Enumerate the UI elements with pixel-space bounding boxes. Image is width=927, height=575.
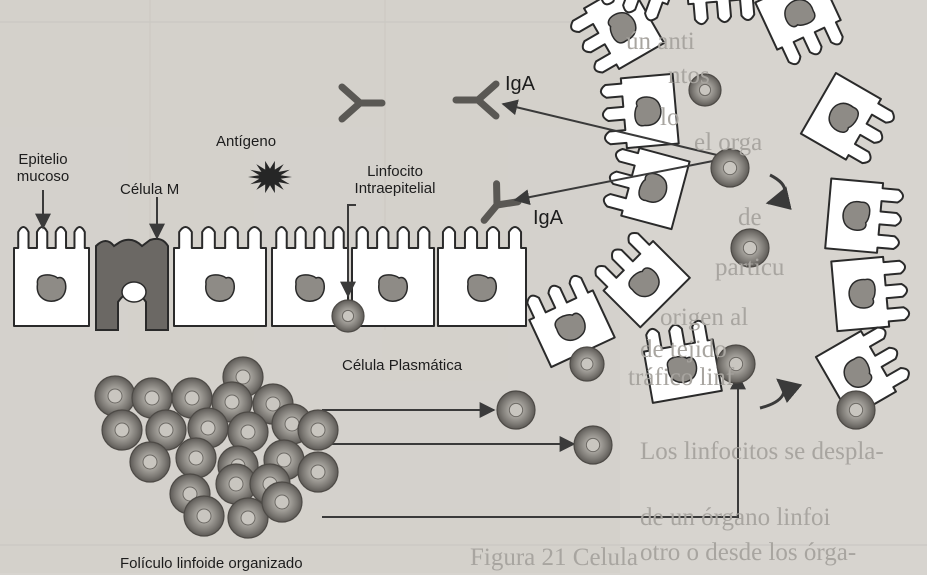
cell-nucleus: [37, 275, 65, 301]
epithelial-cell-curved: [755, 0, 849, 69]
label-linfocito-line2: Intraepitelial: [338, 180, 452, 197]
epithelial-cell-curved: [684, 0, 760, 25]
bg-caption: Figura 21 Celula: [470, 540, 638, 575]
bg-text-line-1: ún anti: [626, 24, 695, 59]
bg-text-line-11: de un órgano linfoi: [640, 500, 830, 535]
cell-nucleus: [379, 275, 407, 301]
label-linfocito-line1: Linfocito: [338, 163, 452, 180]
follicle-lymphocyte: [298, 410, 338, 450]
bg-text-line-2: ntos: [668, 58, 710, 93]
bg-text-line-4: el orga: [694, 125, 762, 160]
label-epitelio-line1: Epitelio: [10, 151, 76, 168]
bg-text-line-3: lo: [660, 100, 679, 135]
bg-text-line-10: Los linfocitos se despla-: [640, 434, 884, 469]
cell-nucleus: [468, 275, 496, 301]
lymphocyte-lower-curve: [570, 347, 604, 381]
follicle-lymphocyte: [95, 376, 135, 416]
follicle-lymphocyte: [130, 442, 170, 482]
curved-arrow-lower: [760, 380, 784, 408]
intraepithelial-lymphocyte: [332, 300, 364, 332]
follicle-lymphocyte: [298, 452, 338, 492]
label-iga-mid: IgA: [533, 207, 563, 229]
label-antigeno: Antígeno: [216, 133, 276, 150]
label-foliculo-linfoide: Folículo linfoide organizado: [120, 555, 303, 572]
plasma-cell-1: [497, 391, 535, 429]
label-epitelio-line2: mucoso: [10, 168, 76, 185]
label-linfocito-intraepitelial: Linfocito Intraepitelial: [338, 163, 452, 197]
bg-text-line-5: de: [738, 200, 762, 235]
m-cell-pocket: [122, 282, 146, 302]
plasma-cell-2: [574, 426, 612, 464]
bg-text-line-9: tráfico linf: [628, 360, 734, 395]
cell-nucleus: [206, 275, 234, 301]
epithelial-cell-curved: [825, 179, 904, 255]
label-celula-m: Célula M: [120, 181, 179, 198]
label-epitelio-mucoso: Epitelio mucoso: [10, 151, 76, 185]
label-iga-top: IgA: [505, 73, 535, 95]
free-lymphocyte: [837, 391, 875, 429]
label-celula-plasmatica: Célula Plasmática: [342, 357, 462, 374]
curved-arrow-upper: [768, 175, 785, 203]
bg-text-line-6: particu: [715, 250, 784, 285]
cell-nucleus: [296, 275, 324, 301]
follicle-lymphocyte: [262, 482, 302, 522]
follicle-lymphocyte: [184, 496, 224, 536]
bg-text-line-12: otro o desde los órga-: [640, 535, 856, 570]
bg-text-line-7: origen al: [660, 300, 748, 335]
follicle-lymphocyte: [176, 438, 216, 478]
follicle-lymphocyte: [102, 410, 142, 450]
epithelial-cell-curved: [801, 73, 899, 170]
epithelial-cell-curved: [831, 255, 910, 331]
